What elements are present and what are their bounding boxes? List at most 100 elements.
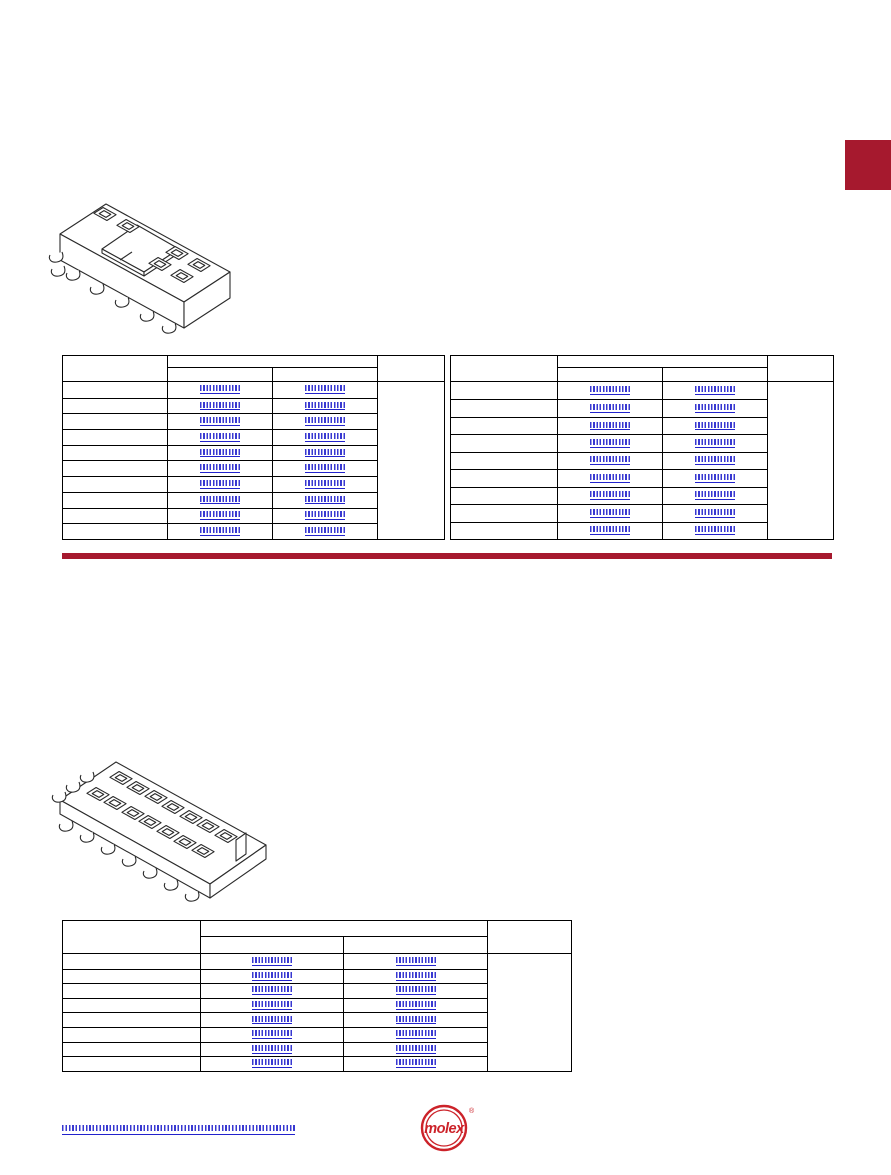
cell-col-a <box>451 382 558 400</box>
table-spanning-cell <box>378 382 444 539</box>
part-number-link[interactable] <box>695 386 735 396</box>
part-number-link[interactable] <box>305 417 345 427</box>
part-number-link[interactable] <box>200 432 240 442</box>
part-number-link[interactable] <box>305 432 345 442</box>
cell-col-a <box>63 998 201 1013</box>
part-number-link[interactable] <box>200 511 240 521</box>
table-row <box>451 382 768 400</box>
part-number-link[interactable] <box>695 439 735 449</box>
part-number-link[interactable] <box>590 508 630 518</box>
part-number-link[interactable] <box>200 448 240 458</box>
cell-order-no-1 <box>201 984 344 998</box>
part-number-link[interactable] <box>200 401 240 411</box>
part-number-link[interactable] <box>590 526 630 536</box>
cell-col-a <box>451 522 558 539</box>
table-row <box>63 1056 488 1071</box>
header-group-label <box>201 921 487 937</box>
cell-col-a <box>63 477 168 492</box>
table-row <box>63 523 378 539</box>
part-number-link[interactable] <box>200 479 240 489</box>
part-number-link[interactable] <box>252 956 292 966</box>
header-sub-2 <box>273 368 377 381</box>
part-number-link[interactable] <box>252 1015 292 1025</box>
table-spanning-cell <box>488 954 571 1071</box>
part-number-link[interactable] <box>305 495 345 505</box>
header-sub-1 <box>168 368 273 381</box>
pin-sockets <box>93 206 211 284</box>
part-number-link[interactable] <box>200 417 240 427</box>
part-number-link[interactable] <box>252 1059 292 1069</box>
part-number-link[interactable] <box>252 1030 292 1040</box>
table-row <box>63 1041 488 1057</box>
cell-order-no-2 <box>344 969 488 984</box>
molex-logo: molex ® <box>420 1104 475 1152</box>
part-number-link[interactable] <box>695 526 735 536</box>
part-number-link[interactable] <box>695 456 735 466</box>
part-number-link[interactable] <box>305 511 345 521</box>
page-edge-tab <box>845 140 891 190</box>
cell-col-a <box>451 400 558 417</box>
part-number-link[interactable] <box>695 421 735 431</box>
header-group-label <box>558 356 767 368</box>
part-number-link[interactable] <box>200 527 240 537</box>
part-number-link[interactable] <box>590 473 630 483</box>
table-row <box>451 434 768 452</box>
part-number-link[interactable] <box>395 1001 436 1011</box>
cell-order-no-1 <box>201 1013 344 1027</box>
table-row <box>63 507 378 524</box>
part-number-link[interactable] <box>695 473 735 483</box>
cell-col-a <box>451 452 558 470</box>
header-sub-2 <box>344 937 487 953</box>
part-number-link[interactable] <box>305 401 345 411</box>
cell-col-a <box>63 461 168 477</box>
part-number-link[interactable] <box>395 956 436 966</box>
part-table-top-left <box>62 355 445 540</box>
part-number-link[interactable] <box>590 439 630 449</box>
cell-col-a <box>63 524 168 539</box>
part-number-link[interactable] <box>590 386 630 396</box>
table-row <box>451 451 768 470</box>
cell-order-no-2 <box>663 417 768 435</box>
cell-order-no-1 <box>168 461 273 477</box>
part-number-link[interactable] <box>200 385 240 395</box>
part-number-link[interactable] <box>590 456 630 466</box>
part-number-link[interactable] <box>590 491 630 501</box>
cell-order-no-2 <box>273 461 378 477</box>
header-group <box>558 356 768 381</box>
cell-order-no-2 <box>344 1013 488 1027</box>
cell-order-no-1 <box>168 382 273 398</box>
part-number-link[interactable] <box>695 404 735 414</box>
part-number-link[interactable] <box>590 421 630 431</box>
part-number-link[interactable] <box>200 495 240 505</box>
cell-order-no-1 <box>558 505 663 522</box>
part-number-link[interactable] <box>695 508 735 518</box>
part-number-link[interactable] <box>305 479 345 489</box>
part-number-link[interactable] <box>395 986 436 996</box>
table-row <box>63 460 378 477</box>
part-number-link[interactable] <box>395 1015 436 1025</box>
part-number-link[interactable] <box>305 448 345 458</box>
cell-order-no-1 <box>558 382 663 400</box>
part-number-link[interactable] <box>590 404 630 414</box>
cell-order-no-1 <box>168 477 273 492</box>
table-row <box>63 491 378 508</box>
part-number-link[interactable] <box>200 464 240 474</box>
part-number-link[interactable] <box>395 1044 436 1054</box>
part-number-link[interactable] <box>305 527 345 537</box>
part-number-link[interactable] <box>305 385 345 395</box>
part-number-link[interactable] <box>695 491 735 501</box>
part-number-link[interactable] <box>252 1044 292 1054</box>
part-number-link[interactable] <box>252 971 292 981</box>
part-number-link[interactable] <box>395 1030 436 1040</box>
part-number-link[interactable] <box>305 464 345 474</box>
table-row <box>63 1012 488 1027</box>
footer-website-link[interactable] <box>62 1125 295 1135</box>
cell-col-a <box>63 984 201 998</box>
part-number-link[interactable] <box>252 986 292 996</box>
part-number-link[interactable] <box>395 971 436 981</box>
part-number-link[interactable] <box>395 1059 436 1069</box>
cell-col-a <box>63 382 168 398</box>
header-sub-1 <box>558 368 663 381</box>
part-number-link[interactable] <box>252 1001 292 1011</box>
